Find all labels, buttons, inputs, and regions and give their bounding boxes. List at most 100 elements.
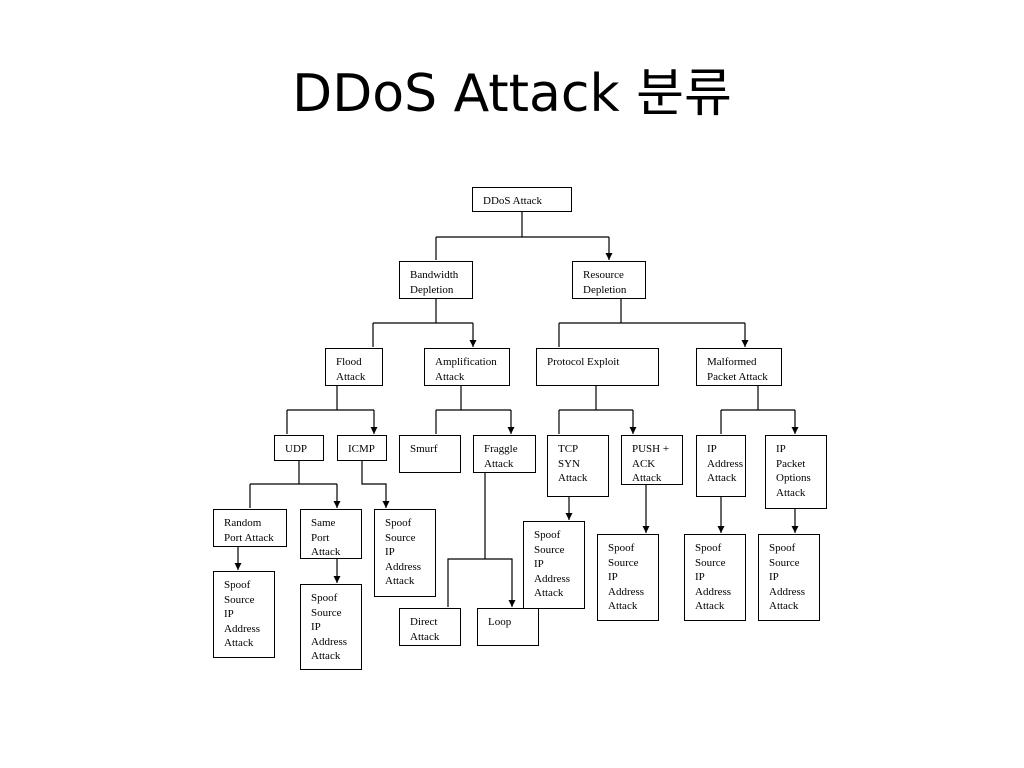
node-label: Amplification [435,356,497,368]
node-label: Source [608,556,639,569]
edge-icmp-to-spoof [361,461,390,508]
node-label: Depletion [410,283,454,296]
node-udp: UDP [274,435,324,461]
edge-bandwidth-to-children [372,299,473,347]
node-direct-attack: Direct Attack [399,608,461,646]
node-label: Address [608,585,645,598]
edge-resource-to-children [558,299,745,347]
node-label: Attack [311,650,341,663]
node-label: Attack [776,486,806,499]
node-label: Address [769,585,806,598]
node-spoof-source-ip-tcp: Spoof Source IP Address Attack [523,521,585,609]
node-spoof-source-ip-ipaddr: Spoof Source IP Address Attack [684,534,746,621]
node-spoof-source-ip-ipopts: Spoof Source IP Address Attack [758,534,820,621]
slide-title: DDoS Attack 분류 [292,64,732,124]
node-label: Source [695,556,726,569]
node-label: IP [385,546,395,559]
edge-malformed-to-children [720,386,795,434]
node-spoof-source-ip-random: Spoof Source IP Address Attack [213,571,275,658]
node-label: Attack [707,472,737,485]
node-label: Spoof [385,517,412,529]
edge-ddos-to-depletion [435,212,609,260]
node-same-port-attack: Same Port Attack [300,509,362,559]
node-label: PUSH + [632,443,670,455]
edge-amplification-to-children [435,386,511,434]
node-label: Port Attack [224,531,274,544]
edge-udp-to-children [249,461,337,508]
node-label: Resource [583,269,624,281]
node-label: Options [776,472,811,485]
node-label: IP [776,443,786,455]
node-label: Attack [558,472,588,485]
node-label: Flood [336,356,362,368]
node-label: Random [224,517,262,529]
node-label: DDoS Attack [483,195,542,207]
node-label: Spoof [311,592,338,604]
node-label: Spoof [608,542,635,554]
node-ip-packet-options-attack: IP Packet Options Attack [765,435,827,509]
node-label: Attack [484,457,514,470]
node-label: Attack [769,600,799,613]
edge-fraggle-to-children [447,473,512,607]
node-fraggle-attack: Fraggle Attack [473,435,536,473]
node-flood-attack: Flood Attack [325,348,383,386]
node-label: Loop [488,616,512,628]
node-label: Address [695,585,732,598]
node-label: Protocol Exploit [547,356,620,368]
node-label: Source [769,556,800,569]
node-loop: Loop [477,608,539,646]
node-label: Same [311,517,336,529]
node-label: SYN [558,457,581,470]
node-ddos-attack: DDoS Attack [472,187,572,212]
node-label: Attack [608,600,638,613]
node-label: Depletion [583,283,627,296]
node-spoof-source-ip-same: Spoof Source IP Address Attack [300,584,362,670]
node-label: Attack [534,587,564,600]
node-label: IP [608,571,618,584]
node-amplification-attack: Amplification Attack [424,348,510,386]
node-label: Packet [776,457,806,470]
node-label: Attack [336,370,366,383]
node-label: Address [707,457,744,470]
node-random-port-attack: Random Port Attack [213,509,287,547]
node-ip-address-attack: IP Address Attack [696,435,746,497]
node-label: Address [311,635,348,648]
node-label: Spoof [695,542,722,554]
node-icmp: ICMP [337,435,387,461]
node-label: Attack [695,600,725,613]
node-label: Packet Attack [707,370,768,383]
node-label: Address [224,622,261,635]
node-label: Source [224,593,255,606]
node-label: ICMP [348,443,375,455]
node-label: Attack [435,370,465,383]
node-bandwidth-depletion: Bandwidth Depletion [399,261,473,299]
edge-flood-to-children [286,386,374,434]
node-label: IP [707,443,717,455]
node-label: Attack [385,575,415,588]
node-label: Attack [410,630,440,643]
edge-protocol-to-children [558,386,633,434]
node-label: Port [311,531,330,544]
node-label: UDP [285,443,308,455]
node-label: Attack [224,637,254,650]
node-label: Bandwidth [410,269,459,281]
node-label: Source [534,543,565,556]
node-label: IP [769,571,779,584]
node-label: IP [534,558,544,571]
node-label: Malformed [707,356,757,368]
node-label: Smurf [410,443,438,455]
node-resource-depletion: Resource Depletion [572,261,646,299]
node-label: TCP [558,443,579,455]
node-spoof-source-ip-push: Spoof Source IP Address Attack [597,534,659,621]
node-label: Source [311,606,342,619]
node-smurf: Smurf [399,435,461,473]
node-label: Spoof [534,529,561,541]
node-label: Attack [311,546,341,559]
node-label: Address [385,560,422,573]
node-label: IP [695,571,705,584]
node-label: Attack [632,472,662,485]
node-label: Address [534,572,571,585]
node-label: ACK [632,457,656,470]
node-label: Spoof [224,579,251,591]
